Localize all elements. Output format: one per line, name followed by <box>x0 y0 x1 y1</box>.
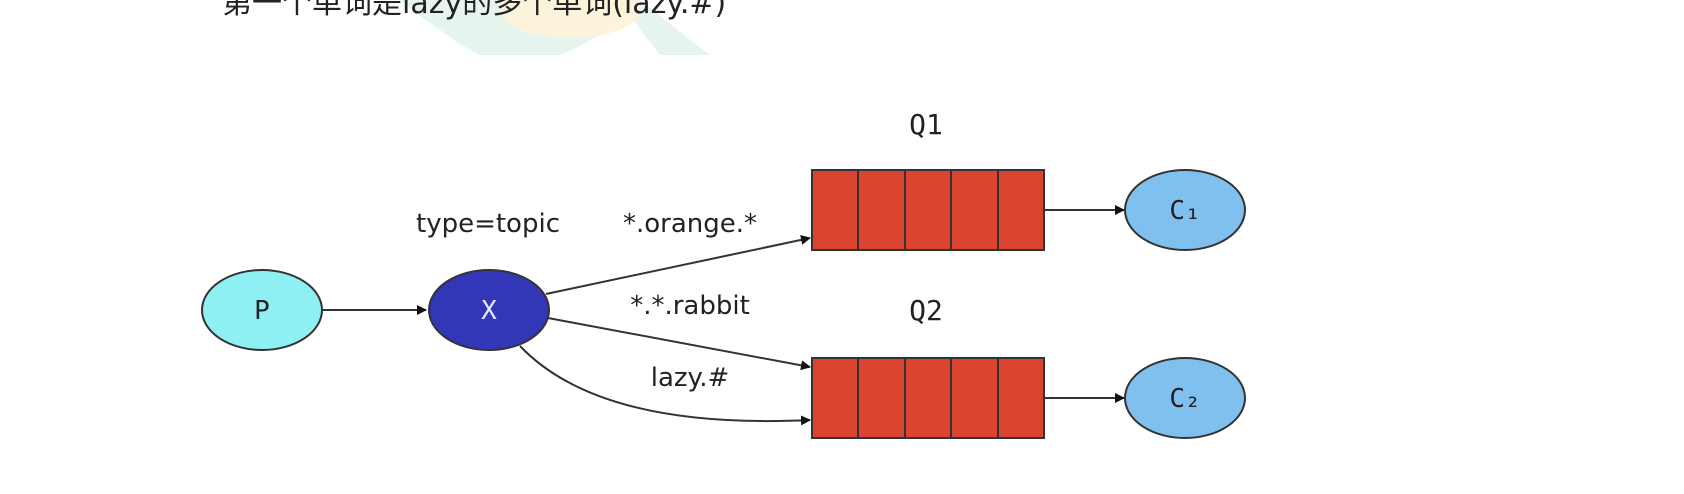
consumer-label-c1: C₁ <box>1169 196 1200 226</box>
consumer-node-c1: C₁ <box>1124 169 1246 251</box>
edge-binding-rabbit <box>547 317 811 371</box>
queue-label-q2: Q2 <box>909 294 943 327</box>
binding-key-rabbit: *.*.rabbit <box>630 291 750 321</box>
queue-label-q1: Q1 <box>909 108 943 141</box>
queue-q2 <box>811 357 1045 439</box>
exchange-label: X <box>481 296 497 326</box>
consumer-node-c2: C₂ <box>1124 357 1246 439</box>
queue-q1 <box>811 169 1045 251</box>
binding-key-lazy: lazy.# <box>651 363 730 393</box>
edge-binding-lazy <box>519 345 811 426</box>
edge-binding-orange <box>545 234 811 295</box>
producer-label: P <box>254 296 270 326</box>
consumer-label-c2: C₂ <box>1169 384 1200 414</box>
top-caption: 第一个单词是lazy的多个单词(lazy.#) <box>222 0 727 21</box>
exchange-node: X <box>428 269 550 351</box>
exchange-type-label: type=topic <box>416 209 560 239</box>
producer-node: P <box>201 269 323 351</box>
binding-key-orange: *.orange.* <box>623 209 757 239</box>
